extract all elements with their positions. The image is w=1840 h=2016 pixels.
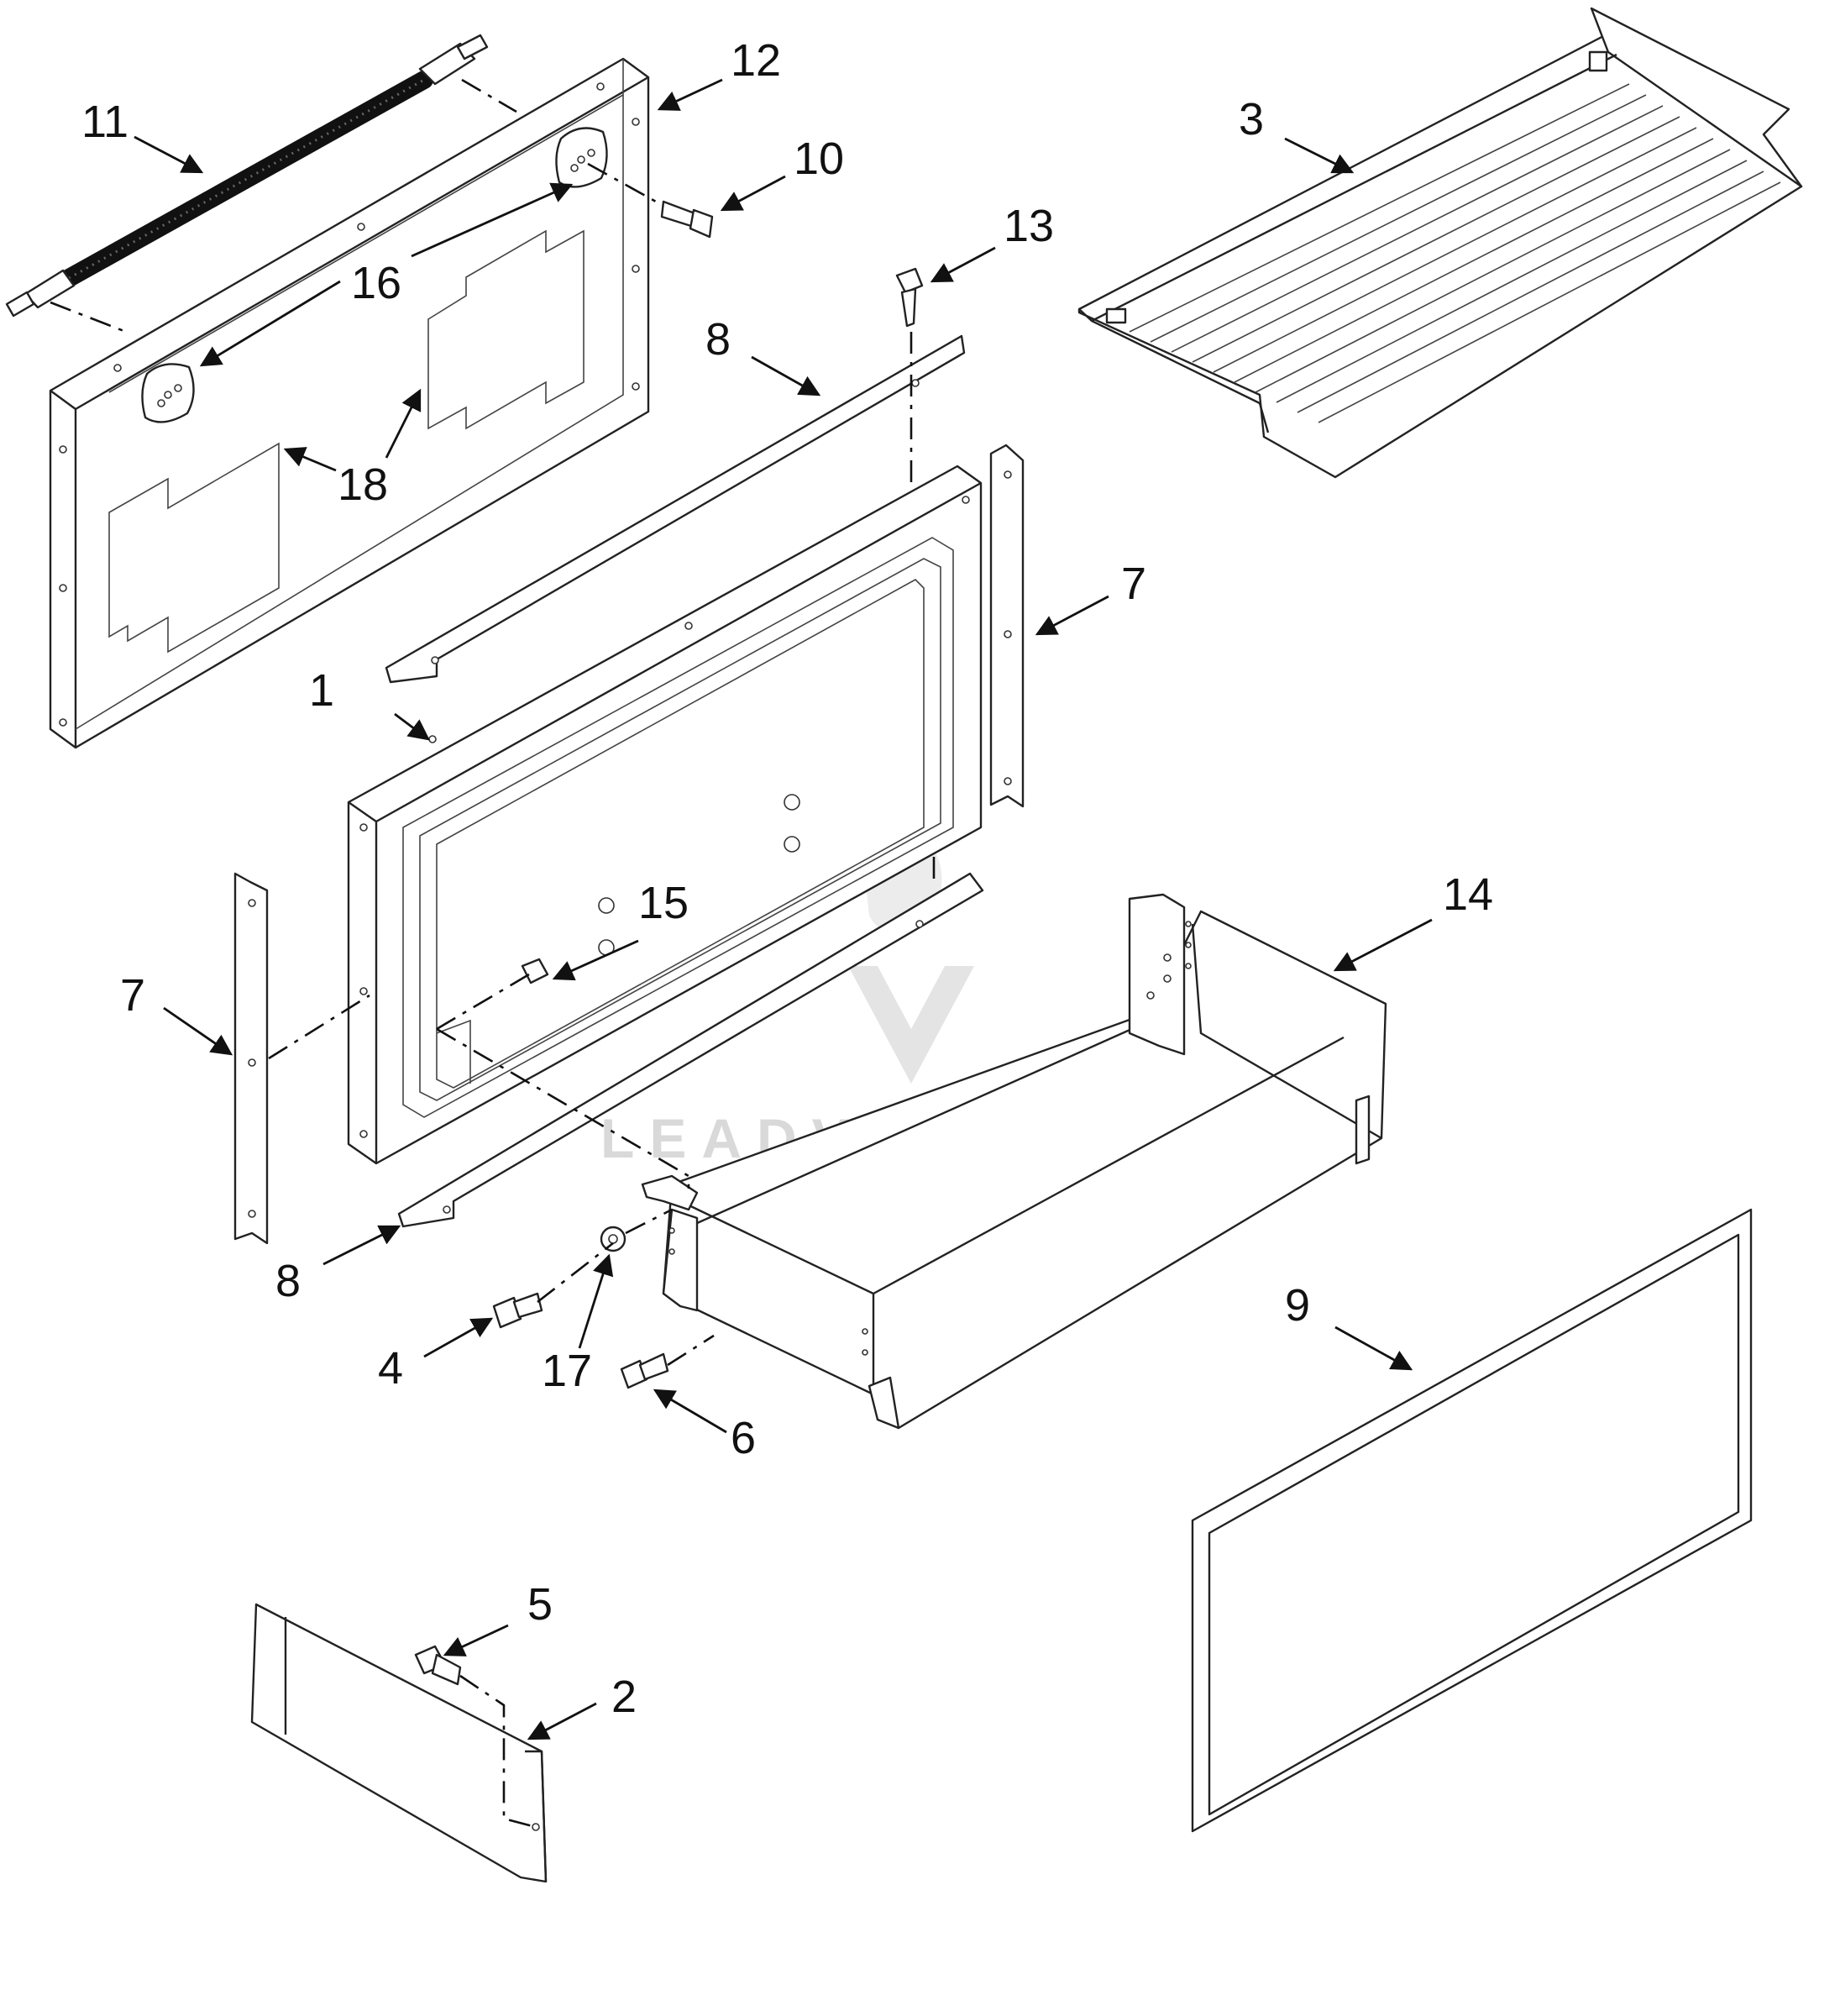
arrow-8-top xyxy=(751,355,821,396)
callout-9: 9 xyxy=(1285,1280,1310,1331)
arrow-2 xyxy=(527,1702,597,1740)
arrow-10 xyxy=(720,175,786,212)
drawer-box-part-14 xyxy=(641,893,1387,1430)
screw-part-10 xyxy=(660,200,714,239)
tray-part-3 xyxy=(1077,7,1803,479)
arrow-5 xyxy=(443,1624,509,1656)
washer-part-17 xyxy=(600,1226,626,1252)
strip-part-8-bottom xyxy=(397,872,984,1228)
arrow-16a xyxy=(199,280,341,367)
callout-5: 5 xyxy=(527,1579,553,1630)
callout-18: 18 xyxy=(338,459,388,510)
arrow-8-bottom xyxy=(322,1225,401,1266)
callout-12: 12 xyxy=(731,35,781,86)
callout-1: 1 xyxy=(309,665,334,716)
side-strip-part-7-right xyxy=(989,444,1025,808)
callout-3: 3 xyxy=(1239,94,1264,144)
callout-7-left: 7 xyxy=(120,970,145,1021)
arrow-3 xyxy=(1284,137,1355,174)
callout-13: 13 xyxy=(1004,201,1054,251)
callout-2: 2 xyxy=(611,1672,637,1722)
arrow-17 xyxy=(578,1253,614,1349)
callout-11: 11 xyxy=(81,97,128,147)
callout-10: 10 xyxy=(794,134,844,184)
inner-frame-part-1 xyxy=(347,465,983,1165)
callout-arrows xyxy=(134,78,1433,1740)
bottom-panel-part-2 xyxy=(250,1603,548,1883)
callout-16: 16 xyxy=(351,258,401,308)
callout-14: 14 xyxy=(1443,869,1493,920)
arrow-15 xyxy=(552,939,639,981)
tray-ribs xyxy=(1129,83,1781,423)
callout-6: 6 xyxy=(731,1413,756,1463)
nut-part-15 xyxy=(521,958,549,984)
screw-part-4 xyxy=(492,1292,543,1329)
arrow-16b xyxy=(411,182,574,258)
door-panel-part-12 xyxy=(49,57,650,749)
callout-8-top: 8 xyxy=(705,314,731,365)
arrow-11 xyxy=(134,135,204,174)
arrow-9 xyxy=(1334,1326,1413,1371)
assembly-lines xyxy=(268,162,936,1829)
strip-part-8-top xyxy=(385,334,966,684)
arrow-18b xyxy=(385,388,422,459)
callout-labels: 1 11 12 10 13 3 16 8 18 7 7 15 14 8 4 17… xyxy=(81,35,1493,1722)
callout-8-bottom: 8 xyxy=(275,1256,301,1306)
arrow-4 xyxy=(423,1317,494,1358)
callout-4: 4 xyxy=(378,1343,403,1394)
callout-17: 17 xyxy=(542,1346,592,1396)
arrow-18a xyxy=(283,447,337,472)
arrow-6 xyxy=(653,1389,727,1434)
callout-15: 15 xyxy=(638,878,689,928)
screw-part-13 xyxy=(895,267,924,328)
arrow-1 xyxy=(394,712,431,741)
arrow-7-right xyxy=(1035,595,1109,636)
arrow-14 xyxy=(1333,918,1433,972)
screw-part-5 xyxy=(414,1645,462,1686)
side-strip-part-7-left xyxy=(233,872,269,1245)
arrow-13 xyxy=(930,246,996,283)
callout-7-right: 7 xyxy=(1121,559,1146,609)
handle-part-11 xyxy=(5,34,517,333)
arrow-12 xyxy=(657,78,723,111)
gasket-part-9 xyxy=(1191,1208,1753,1833)
screw-part-6 xyxy=(620,1352,669,1389)
arrow-7-left xyxy=(163,1006,233,1056)
